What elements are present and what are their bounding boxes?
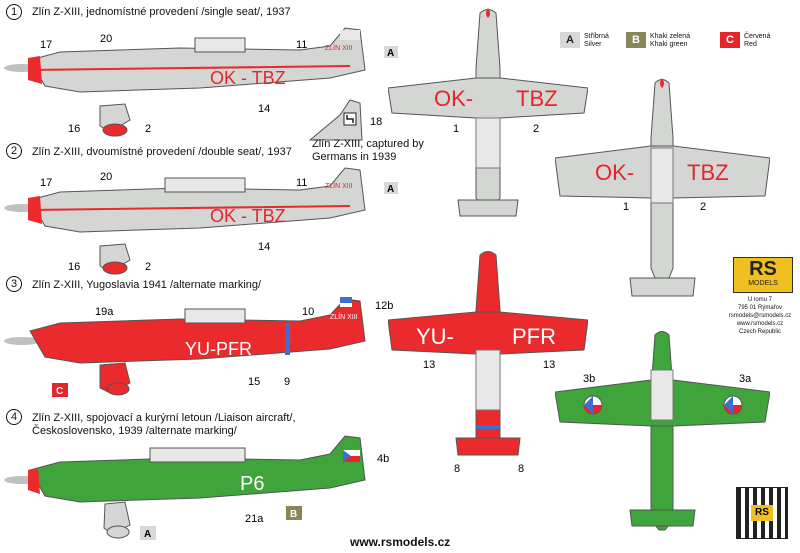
callout-9: 9 [284,376,290,388]
rs-models-logo: RS MODELS [733,257,793,293]
callout-8-right: 8 [518,463,524,475]
callout-16: 16 [68,123,80,135]
side-view-4-green: P6 4b 21a B A [4,435,389,540]
reg-right: PFR [512,324,556,349]
color-tag-c [52,383,68,397]
qr-code: RS [736,487,788,539]
color-tag-a-label: A [387,48,394,59]
callout-4b: 4b [377,453,389,465]
tail-text: ZLÍN XIII [330,312,358,321]
color-tag-b-label: B [290,509,297,520]
view-4-caption-line1: Zlín Z-XIII, spojovací a kurýrní letoun … [32,412,296,424]
color-tag-a [384,46,398,58]
callout-20: 20 [100,33,112,45]
captured-caption-line1: Zlín Z-XIII, captured by [312,138,424,150]
callout-14: 14 [258,241,270,253]
callout-21a: 21a [245,513,264,525]
callout-18: 18 [370,116,382,128]
callout-3b: 3b [583,373,595,385]
callout-13-left: 13 [423,359,435,371]
legend-a-en: Silver [584,41,602,48]
plan-view-silver-top: OK- TBZ 1 2 [388,8,588,217]
callout-2: 2 [700,201,706,213]
side-view-3-red: YU-PFR ZLÍN XIII 19a 10 12b 15 9 C [4,297,393,397]
color-tag-a [140,526,156,540]
color-tag-a-label: A [387,184,394,195]
callout-17: 17 [40,177,52,189]
callout-15: 15 [248,376,260,388]
callout-2: 2 [145,123,151,135]
registration-text: P6 [240,473,264,495]
callout-11: 11 [296,177,307,189]
registration-text: YU-PFR [185,339,252,359]
view-number-4: 4 [6,409,22,425]
reg-right: TBZ [687,160,729,185]
view-4-caption-line2: Československo, 1939 /alternate marking/ [32,425,237,437]
plane-body [4,167,366,275]
view-1-caption: Zlín Z-XIII, jednomístné provedení /sing… [32,6,291,18]
side-view-1-silver: OK - TBZ ZLÍN XIII 17 20 11 14 16 2 A [4,27,398,137]
legend-swatch-b: B [626,32,646,48]
callout-14: 14 [258,103,270,115]
legend-c-cz: Červená [744,33,771,40]
view-number-1: 1 [6,4,22,20]
plane-body [4,297,366,396]
callout-19a: 19a [95,306,114,318]
tail-text: ZLÍN XIII [325,43,353,52]
callout-11: 11 [296,39,307,51]
registration-text: OK - TBZ [210,68,286,88]
callout-2: 2 [145,261,151,273]
reg-left: OK- [595,160,634,185]
view-number-3: 3 [6,276,22,292]
reg-right: TBZ [516,86,558,111]
company-address: U lomu 7 795 01 Rýmařov rsmodels@rsmodel… [728,297,792,335]
callout-8-left: 8 [454,463,460,475]
callout-16: 16 [68,261,80,273]
plan-view-green: 3b 3a [555,331,770,531]
callout-2: 2 [533,123,539,135]
callout-3a: 3a [739,373,752,385]
view-number-2: 2 [6,143,22,159]
plan-view-silver-bottom: OK- TBZ 1 2 [555,78,770,297]
view-3-caption: Zlín Z-XIII, Yugoslavia 1941 /alternate … [32,279,262,291]
color-tag-a-label: A [144,529,151,540]
side-view-2-silver: OK - TBZ ZLÍN XIII 17 20 11 14 16 2 A [4,167,398,275]
plane-body [4,27,366,137]
reg-left: YU- [416,324,454,349]
footer-url[interactable]: www.rsmodels.cz [350,535,451,549]
legend-c-en: Red [744,41,757,48]
legend-b-cz: Khaki zelená [650,33,691,40]
plane-body [4,435,366,539]
legend-b-en: Khaki green [650,41,688,48]
legend-swatch-a: A [560,32,580,48]
color-tag-b [286,506,302,520]
callout-13-right: 13 [543,359,555,371]
tail-detail-swastika: 18 [308,99,382,141]
legend-swatch-c: C [720,32,740,48]
color-tag-a [384,182,398,194]
callout-12b: 12b [375,300,393,312]
callout-1: 1 [623,201,629,213]
callout-1: 1 [453,123,459,135]
callout-20: 20 [100,171,112,183]
reg-left: OK- [434,86,473,111]
captured-caption-line2: Germans in 1939 [312,151,397,163]
legend-a-cz: Stříbrná [584,33,609,40]
registration-text: OK - TBZ [210,206,286,226]
callout-17: 17 [40,39,52,51]
callout-10: 10 [302,306,314,318]
color-tag-c-label: C [56,386,63,397]
tail-text: ZLÍN XIII [325,181,353,190]
view-2-caption: Zlín Z-XIII, dvoumístné provedení /doubl… [32,146,292,158]
plan-view-red: YU- PFR 13 13 8 8 [388,251,588,475]
